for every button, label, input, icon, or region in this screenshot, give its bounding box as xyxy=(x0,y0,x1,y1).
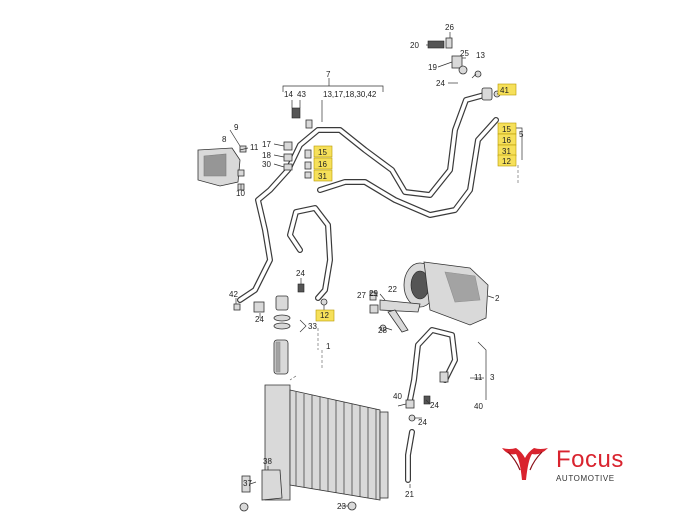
callout-11: 11 xyxy=(250,143,259,152)
callout-18: 18 xyxy=(262,151,271,160)
callout-3: 3 xyxy=(490,373,495,382)
callout-15-a: 15 xyxy=(318,148,327,157)
callout-24-d: 24 xyxy=(430,401,439,410)
callout-17: 17 xyxy=(262,140,271,149)
brand-subtitle: AUTOMOTIVE xyxy=(556,474,615,483)
callout-30: 30 xyxy=(262,160,271,169)
callout-labels: 26 20 13 19 25 24 41 7 14 43 13,17,18,30… xyxy=(222,23,524,511)
focus-automotive-logo: Focus AUTOMOTIVE xyxy=(498,440,658,490)
focus-logo-icon xyxy=(502,448,548,480)
callout-14: 14 xyxy=(284,90,293,99)
brand-name: Focus xyxy=(556,446,624,473)
callout-8: 8 xyxy=(222,135,227,144)
highlight-boxes xyxy=(313,83,517,322)
callout-27: 27 xyxy=(357,291,366,300)
callout-37: 37 xyxy=(243,479,252,488)
callout-19: 19 xyxy=(428,63,437,72)
callout-33: 33 xyxy=(308,322,317,331)
callout-24-c: 24 xyxy=(255,315,264,324)
callout-40-a: 40 xyxy=(474,402,483,411)
callout-15-b: 15 xyxy=(502,125,511,134)
callout-16-a: 16 xyxy=(318,160,327,169)
callout-43: 43 xyxy=(297,90,306,99)
callout-12-a: 12 xyxy=(502,157,511,166)
callout-16-b: 16 xyxy=(502,136,511,145)
callout-25: 25 xyxy=(460,49,469,58)
callout-13-17-18-30-42: 13,17,18,30,42 xyxy=(323,90,377,99)
callout-41: 41 xyxy=(500,86,509,95)
callout-23: 23 xyxy=(337,502,346,511)
callout-5: 5 xyxy=(519,130,524,139)
callout-21: 21 xyxy=(405,490,414,499)
pipes xyxy=(237,91,499,483)
callout-24-b: 24 xyxy=(296,269,305,278)
callout-40-b: 40 xyxy=(393,392,402,401)
callout-9: 9 xyxy=(234,123,239,132)
callout-24: 24 xyxy=(436,79,445,88)
callout-11-b: 11 xyxy=(474,373,483,382)
parts xyxy=(197,37,501,512)
callout-7: 7 xyxy=(326,70,331,79)
callout-10: 10 xyxy=(236,189,245,198)
callout-22: 22 xyxy=(388,285,397,294)
callout-12-b: 12 xyxy=(320,311,329,320)
callout-38: 38 xyxy=(263,457,272,466)
callout-42: 42 xyxy=(229,290,238,299)
callout-31-a: 31 xyxy=(318,172,327,181)
callout-31-b: 31 xyxy=(502,147,511,156)
callout-20: 20 xyxy=(410,41,419,50)
condenser-fins xyxy=(295,392,377,499)
callout-2: 2 xyxy=(495,294,500,303)
callout-26: 26 xyxy=(445,23,454,32)
callout-29: 29 xyxy=(369,289,378,298)
callout-28: 28 xyxy=(378,326,387,335)
callout-24-e: 24 xyxy=(418,418,427,427)
callout-1: 1 xyxy=(326,342,331,351)
callout-13: 13 xyxy=(476,51,485,60)
